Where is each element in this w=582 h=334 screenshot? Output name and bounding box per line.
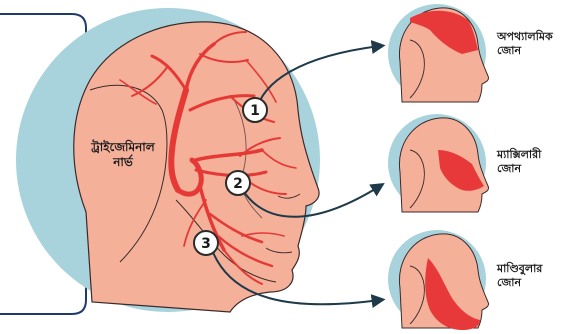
marker-1-number: 1: [250, 103, 260, 119]
mandibular-zone-label-line2: জোন: [497, 276, 581, 290]
marker-3-number: 3: [201, 236, 211, 252]
ophthalmic-zone-label: অপথ্যালমিক জোন: [497, 30, 581, 58]
mandibular-zone-label-line1: মাণ্ডিবুলার: [497, 262, 581, 276]
trigeminal-nerve-label-line2: নার্ভ: [78, 155, 168, 170]
maxillary-zone-label-line2: জোন: [497, 162, 581, 176]
zone-thumbnail-3: [388, 230, 489, 330]
marker-2: 2: [226, 171, 250, 195]
ophthalmic-zone-label-line2: জোন: [497, 44, 581, 58]
ophthalmic-zone-label-line1: অপথ্যালমিক: [497, 30, 581, 44]
zone-thumbnail-2: [388, 114, 489, 212]
marker-1: 1: [243, 98, 267, 122]
trigeminal-nerve-label-line1: ট্রাইজেমিনাল: [78, 140, 168, 155]
mandibular-zone-label: মাণ্ডিবুলার জোন: [497, 262, 581, 290]
marker-2-number: 2: [233, 176, 243, 192]
maxillary-zone-label-line1: ম্যাক্সিলারী: [497, 148, 581, 162]
marker-3: 3: [194, 231, 218, 255]
zone-thumbnail-1: [388, 4, 489, 102]
trigeminal-nerve-label: ট্রাইজেমিনাল নার্ভ: [78, 140, 168, 170]
maxillary-zone-label: ম্যাক্সিলারী জোন: [497, 148, 581, 176]
